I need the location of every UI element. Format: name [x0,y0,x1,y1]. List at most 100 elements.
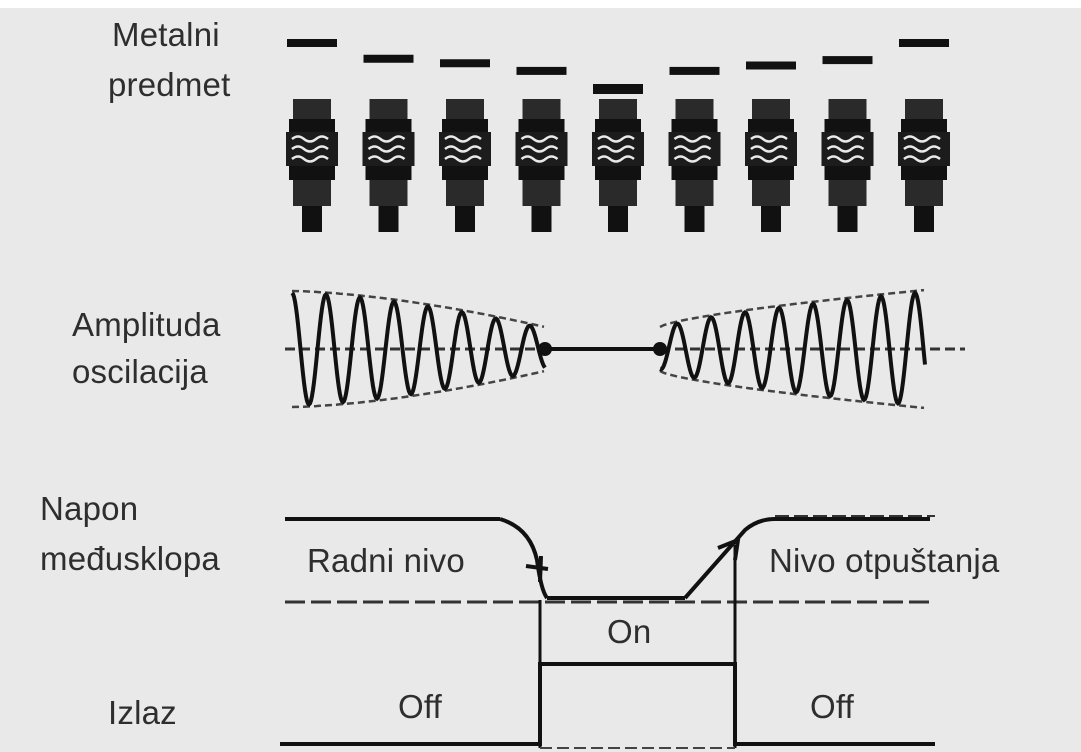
sensor-nut-top [595,119,641,132]
metal-target [899,39,949,47]
sensor-nut-bottom [595,166,641,180]
sensor-head [293,99,331,119]
thread-mark [673,145,712,153]
sensor-nut-bottom [518,166,565,180]
sensor-nut-top [748,119,794,132]
sensor-nut-top [442,119,488,132]
voltage-label-line1: Napon [40,490,139,527]
voltage-rising-edge [683,517,776,600]
sensor-head [675,99,714,119]
thread-mark [444,155,482,163]
operate-level-arrow [525,555,549,583]
on-state-label: On [607,613,652,650]
metal-target [440,59,490,68]
thread-mark [750,155,788,163]
sensor-cable [378,206,399,232]
thread-mark [673,135,712,143]
sensor-nut-bottom [748,166,794,180]
thread-mark [291,145,329,153]
proximity-sensor [668,66,721,232]
thread-mark [291,135,329,143]
sensor-cable [455,206,475,232]
thread-mark [444,135,482,143]
thread-mark [750,145,788,153]
thread-mark [826,135,865,143]
wave-envelope-upper [659,288,925,329]
thread-mark [520,155,559,163]
proximity-sensor [745,61,797,232]
sensor-cable [914,206,934,232]
oscillation-stop-dot [538,342,552,356]
proximity-sensor [898,39,950,232]
thread-mark [444,145,482,153]
sensor-head [905,99,943,119]
proximity-sensor [515,66,568,232]
sensor-nut-top [289,119,335,132]
metal-target [287,39,337,47]
wave-envelope-upper [291,289,545,329]
metal-target [746,61,796,70]
sensor-nut-top [671,119,718,132]
sensor-nut-bottom [289,166,335,180]
proximity-sensor [592,84,644,232]
sensor-head [446,99,484,119]
sensor-nut-bottom [442,166,488,180]
sensor-nut-bottom [365,166,412,180]
operate-level-label: Radni nivo [307,542,465,579]
metal-target [593,84,643,94]
thread-mark [520,145,559,153]
sensor-head [599,99,637,119]
sensor-body [599,180,637,206]
thread-mark [903,155,941,163]
sensor-cable [302,206,322,232]
thread-mark [367,155,406,163]
sensor-cable [608,206,628,232]
sensor-cable [684,206,705,232]
metal-object-label-line1: Metalni [112,16,220,53]
thread-mark [673,155,712,163]
sensor-head [752,99,790,119]
sensor-nut-top [824,119,871,132]
oscillation-right [659,290,927,406]
amplitude-label-line1: Amplituda [72,306,221,343]
thread-mark [291,155,329,163]
sensor-body [828,180,867,206]
thread-mark [903,135,941,143]
sensor-cable [761,206,781,232]
thread-mark [826,145,865,153]
sensor-head [369,99,408,119]
proximity-sensor [439,59,491,232]
sensor-body [293,180,331,206]
oscillation-start-dot [653,342,667,356]
top-border [0,0,1081,8]
sensor-nut-top [365,119,412,132]
metal-target [669,66,720,75]
sensor-head [522,99,561,119]
metal-object-label-line2: predmet [108,66,231,103]
sensor-body [522,180,561,206]
oscillation-left [290,291,547,408]
oscillation-waveform [285,288,965,410]
sensor-body [675,180,714,206]
metal-target [363,54,414,63]
sensor-row [286,39,950,232]
thread-mark [826,155,865,163]
thread-mark [903,145,941,153]
interface-voltage-trace [285,515,935,604]
sensor-body [446,180,484,206]
release-level-label: Nivo otpuštanja [769,542,1000,579]
voltage-label-line2: međusklopa [40,540,220,577]
thread-mark [750,135,788,143]
sensor-nut-bottom [671,166,718,180]
proximity-sensor [286,39,338,232]
sensor-nut-top [518,119,565,132]
thread-mark [597,135,635,143]
sensor-body [369,180,408,206]
sensor-nut-bottom [824,166,871,180]
thread-mark [597,145,635,153]
sensor-body [752,180,790,206]
output-label: Izlaz [108,694,177,731]
thread-mark [367,145,406,153]
